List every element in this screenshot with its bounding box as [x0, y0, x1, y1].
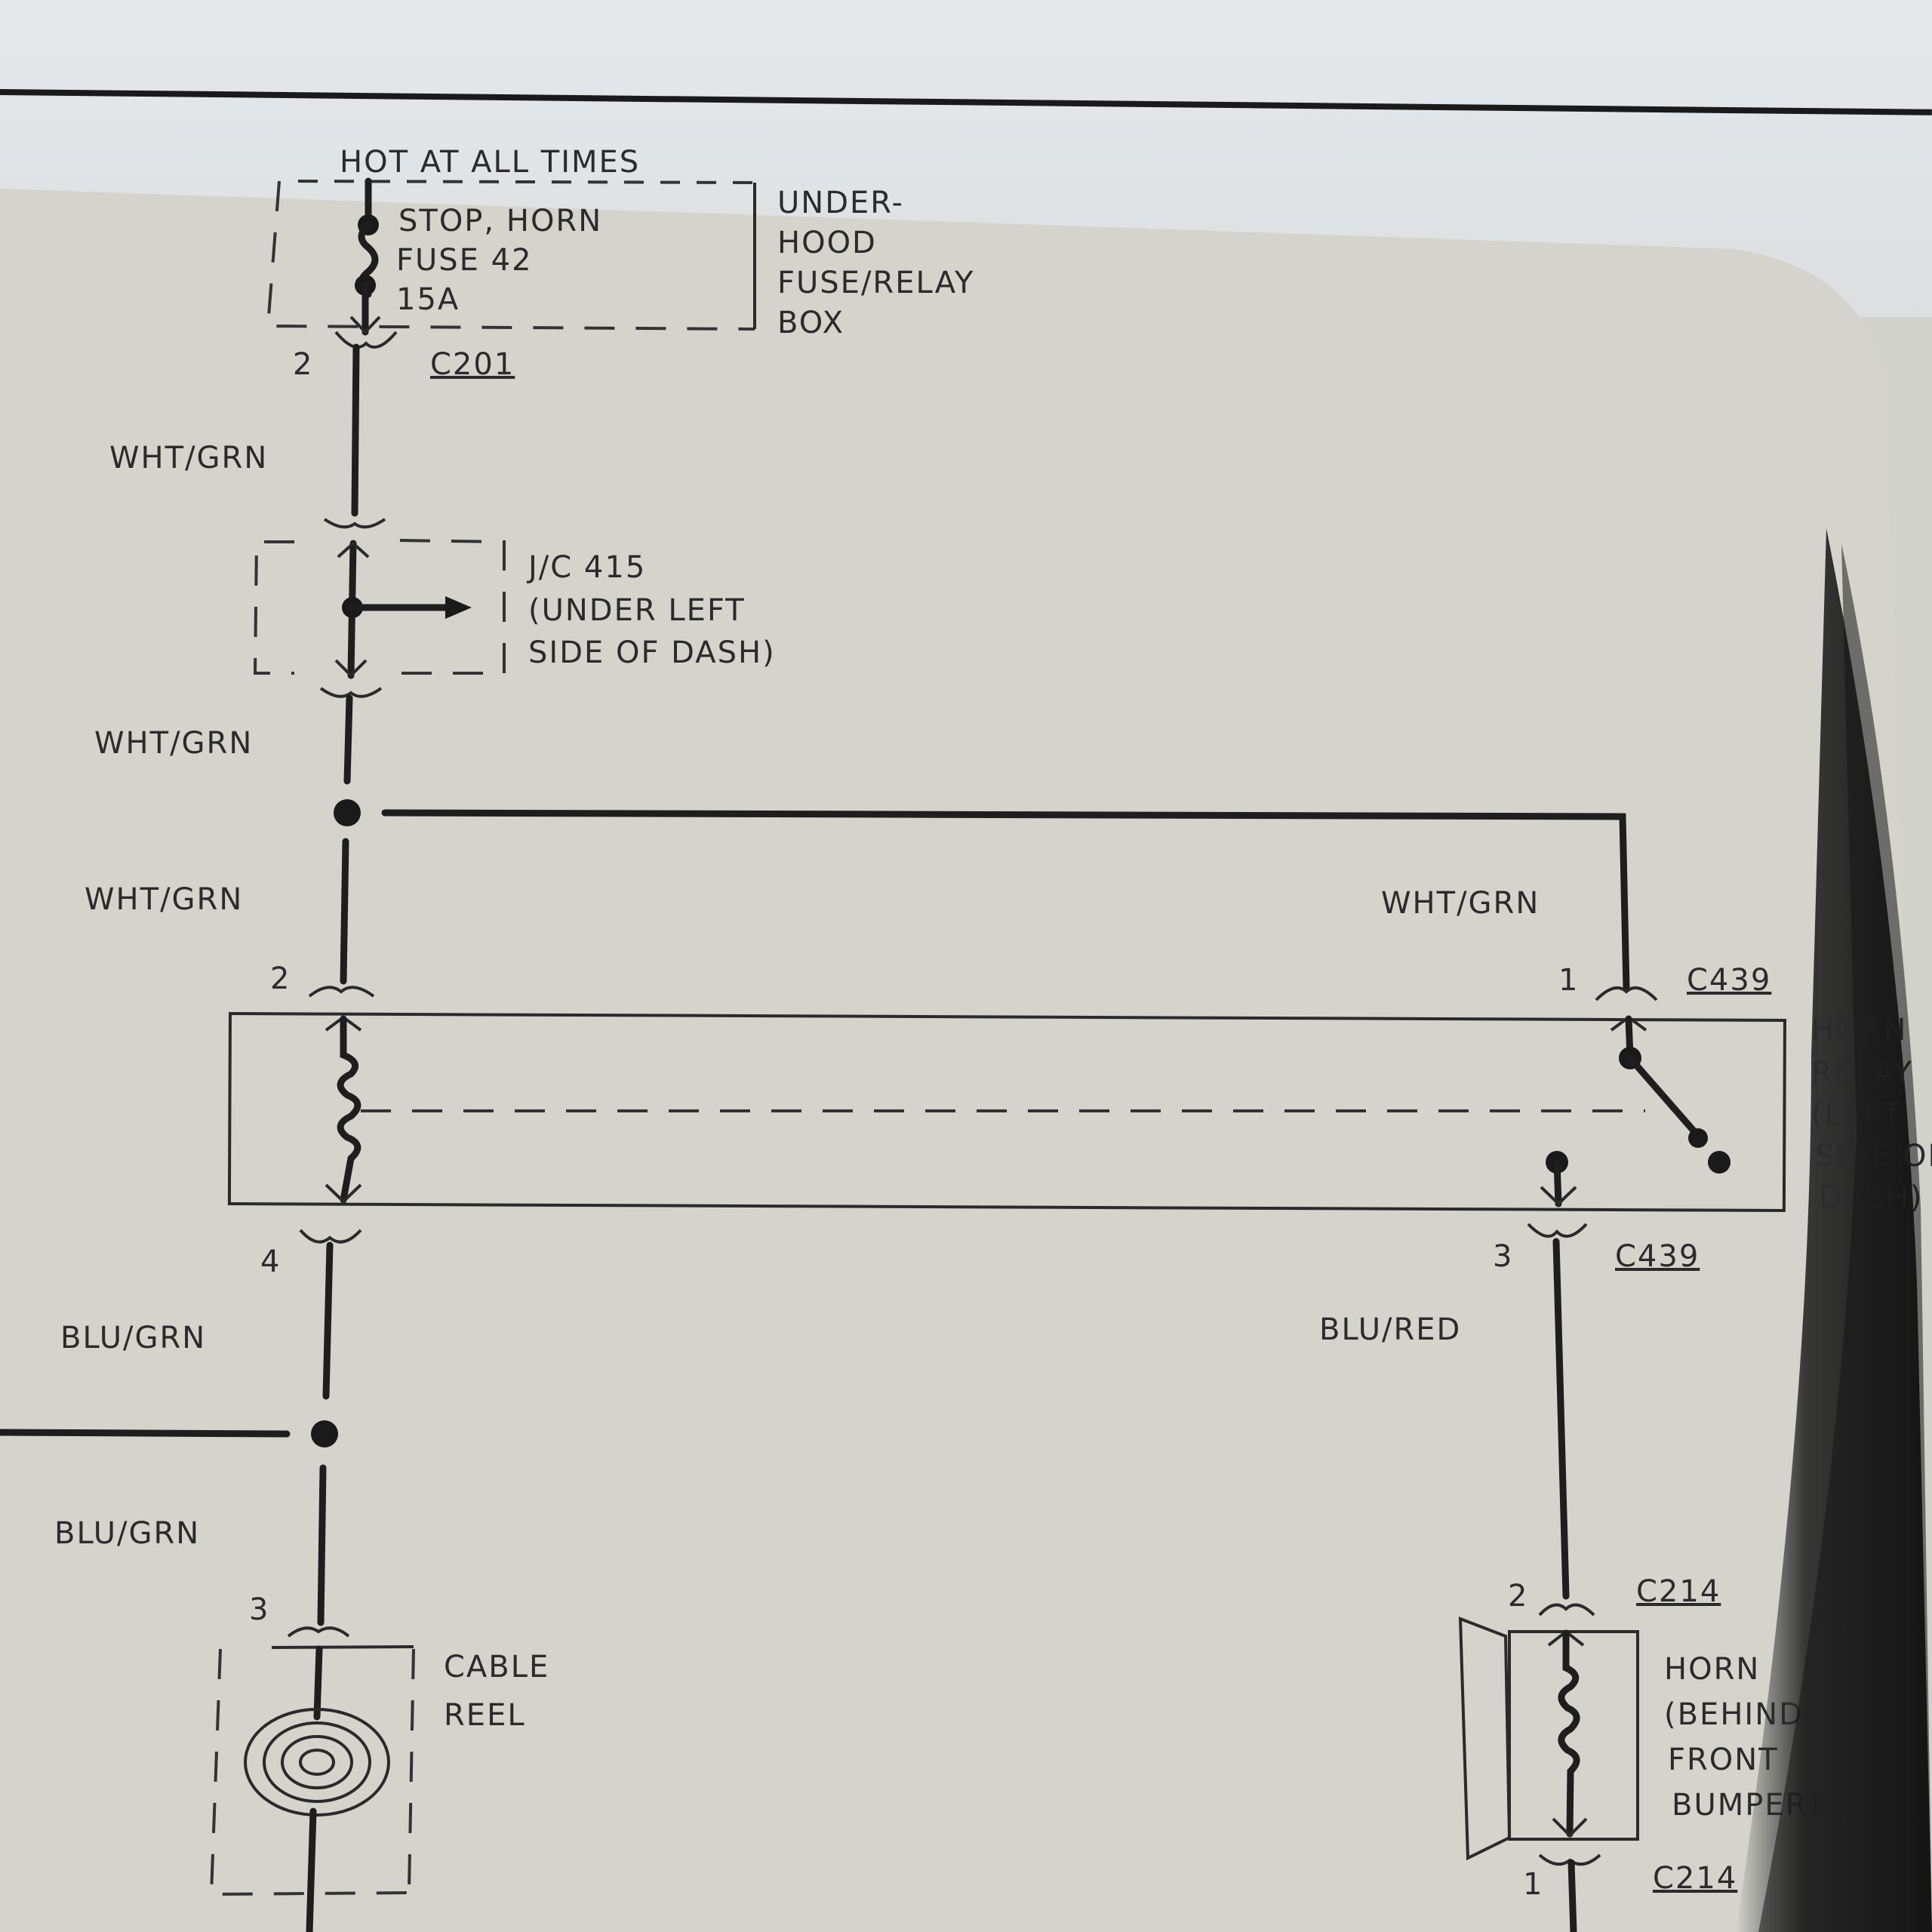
fuse-rating-label: 15A: [396, 282, 460, 317]
c439-bottom-pin: 3: [1493, 1239, 1513, 1274]
connector-c201: 2 C201: [293, 331, 515, 382]
c439-top-name: C439: [1687, 963, 1771, 998]
wire-splice-to-cable-reel: [317, 1464, 327, 1626]
c201-name: C201: [430, 347, 515, 382]
fuse-name-label: STOP, HORN: [398, 204, 602, 238]
wire-to-horn-switch: [0, 1429, 291, 1438]
horn: 2 C214 1 C214 HORN (BEHIND FRONT BUMPER): [1458, 1574, 1820, 1932]
cable-reel-label-2: REEL: [444, 1698, 526, 1733]
horn-label-3: FRONT: [1668, 1743, 1779, 1777]
wire-jc-to-splice: [343, 694, 353, 785]
c201-pin: 2: [293, 347, 313, 382]
wire-label-w4: WHT/GRN: [1381, 886, 1540, 921]
jc-location-1: (UNDER LEFT: [528, 593, 746, 628]
cable-reel-coil-icon: [244, 1708, 390, 1817]
horn-label-1: HORN: [1664, 1652, 1760, 1687]
wire-label-w1: WHT/GRN: [109, 441, 268, 475]
jc-name: J/C 415: [526, 550, 646, 585]
wire-coil-to-splice: [322, 1241, 334, 1400]
box-name-line-2: HOOD: [777, 226, 877, 260]
cable-reel-pin: 3: [249, 1592, 269, 1627]
fuse-relay-box: HOT AT ALL TIMES STOP, HORN FUSE 42 15A …: [266, 145, 974, 340]
splice-top: [334, 799, 361, 826]
hot-at-all-times-label: HOT AT ALL TIMES: [340, 145, 640, 180]
cable-reel-label-1: CABLE: [444, 1650, 549, 1684]
top-rule: [0, 89, 1932, 115]
wire-label-w5: BLU/GRN: [60, 1321, 206, 1355]
c439-bottom-name: C439: [1615, 1239, 1700, 1274]
c214-bottom-name: C214: [1653, 1861, 1737, 1896]
wire-label-w3: WHT/GRN: [85, 882, 243, 917]
c214-top-pin: 2: [1508, 1579, 1528, 1614]
jc-location-2: SIDE OF DASH): [528, 635, 776, 670]
splice-bottom: [311, 1420, 338, 1447]
photo-shadow: [1758, 543, 1932, 1932]
c439-bottom-connector: [1527, 1223, 1588, 1238]
c214-top-name: C214: [1636, 1574, 1721, 1609]
box-name-line-4: BOX: [777, 306, 844, 340]
box-name-line-1: UNDER-: [777, 186, 904, 220]
wire-fuse-to-jc: [351, 343, 360, 517]
wire-label-w2: WHT/GRN: [94, 726, 253, 761]
horn-relay: 2 1 C439 HORN RELAY (LEFT SIDE OF DASH): [227, 961, 1932, 1215]
box-name-line-3: FUSE/RELAY: [777, 266, 974, 300]
wire-relay-to-horn: [1552, 1238, 1570, 1600]
wire-label-w7: BLU/RED: [1319, 1312, 1461, 1347]
relay-coil-out-pin: 4: [260, 1244, 281, 1279]
relay-coil-in-pin: 2: [270, 961, 291, 996]
junction-jc415: J/C 415 (UNDER LEFT SIDE OF DASH): [253, 518, 776, 698]
wire-branch-to-relay-switch: [381, 809, 1630, 992]
fuse-number-label: FUSE 42: [396, 243, 533, 278]
horn-label-2: (BEHIND: [1664, 1697, 1804, 1732]
wire-splice-to-relay-coil: [340, 838, 349, 985]
c439-top-pin: 1: [1558, 963, 1579, 998]
horn-icon: [1458, 1617, 1512, 1861]
coil-out-connector: [299, 1229, 362, 1244]
cable-reel: 3 CABLE REEL: [209, 1592, 549, 1932]
c214-bottom-pin: 1: [1523, 1867, 1543, 1902]
wire-label-w6: BLU/GRN: [54, 1516, 200, 1551]
